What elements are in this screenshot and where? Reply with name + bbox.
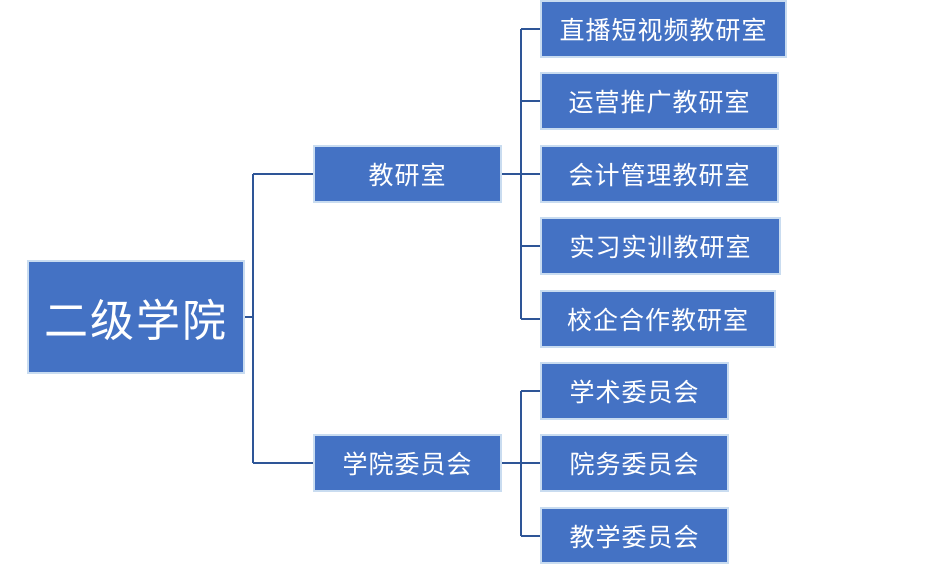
leaf-node-zhibo-duanshipin: 直播短视频教研室 (540, 0, 787, 58)
leaf-node-yuanwu-weiyuanhui: 院务委员会 (540, 434, 729, 492)
leaf-node-jiaoxue-weiyuanhui: 教学委员会 (540, 507, 729, 564)
leaf-label: 会计管理教研室 (568, 161, 751, 190)
leaf-node-xiaoqi-hezuo: 校企合作教研室 (540, 290, 776, 348)
connector-group (245, 28, 540, 537)
branch-label: 教研室 (368, 161, 447, 190)
branch-node-jiaoyanshi: 教研室 (313, 145, 502, 203)
leaf-node-kuaiji-guanli: 会计管理教研室 (540, 145, 779, 203)
root-node: 二级学院 (27, 260, 245, 374)
leaf-label: 实习实训教研室 (569, 233, 752, 262)
leaf-node-yunying-tuiguang: 运营推广教研室 (540, 72, 779, 130)
leaf-label: 学术委员会 (569, 378, 700, 407)
branch-node-xueyuan-weiyuanhui: 学院委员会 (313, 434, 502, 492)
branch-label: 学院委员会 (342, 450, 473, 479)
leaf-label: 院务委员会 (569, 450, 700, 479)
leaf-node-shixi-shixun: 实习实训教研室 (540, 217, 781, 275)
root-label: 二级学院 (44, 296, 228, 347)
leaf-node-xueshu-weiyuanhui: 学术委员会 (540, 362, 729, 420)
leaf-label: 校企合作教研室 (566, 306, 749, 335)
leaf-label: 教学委员会 (569, 522, 700, 552)
leaf-label: 运营推广教研室 (568, 88, 751, 117)
leaf-label: 直播短视频教研室 (559, 16, 768, 45)
